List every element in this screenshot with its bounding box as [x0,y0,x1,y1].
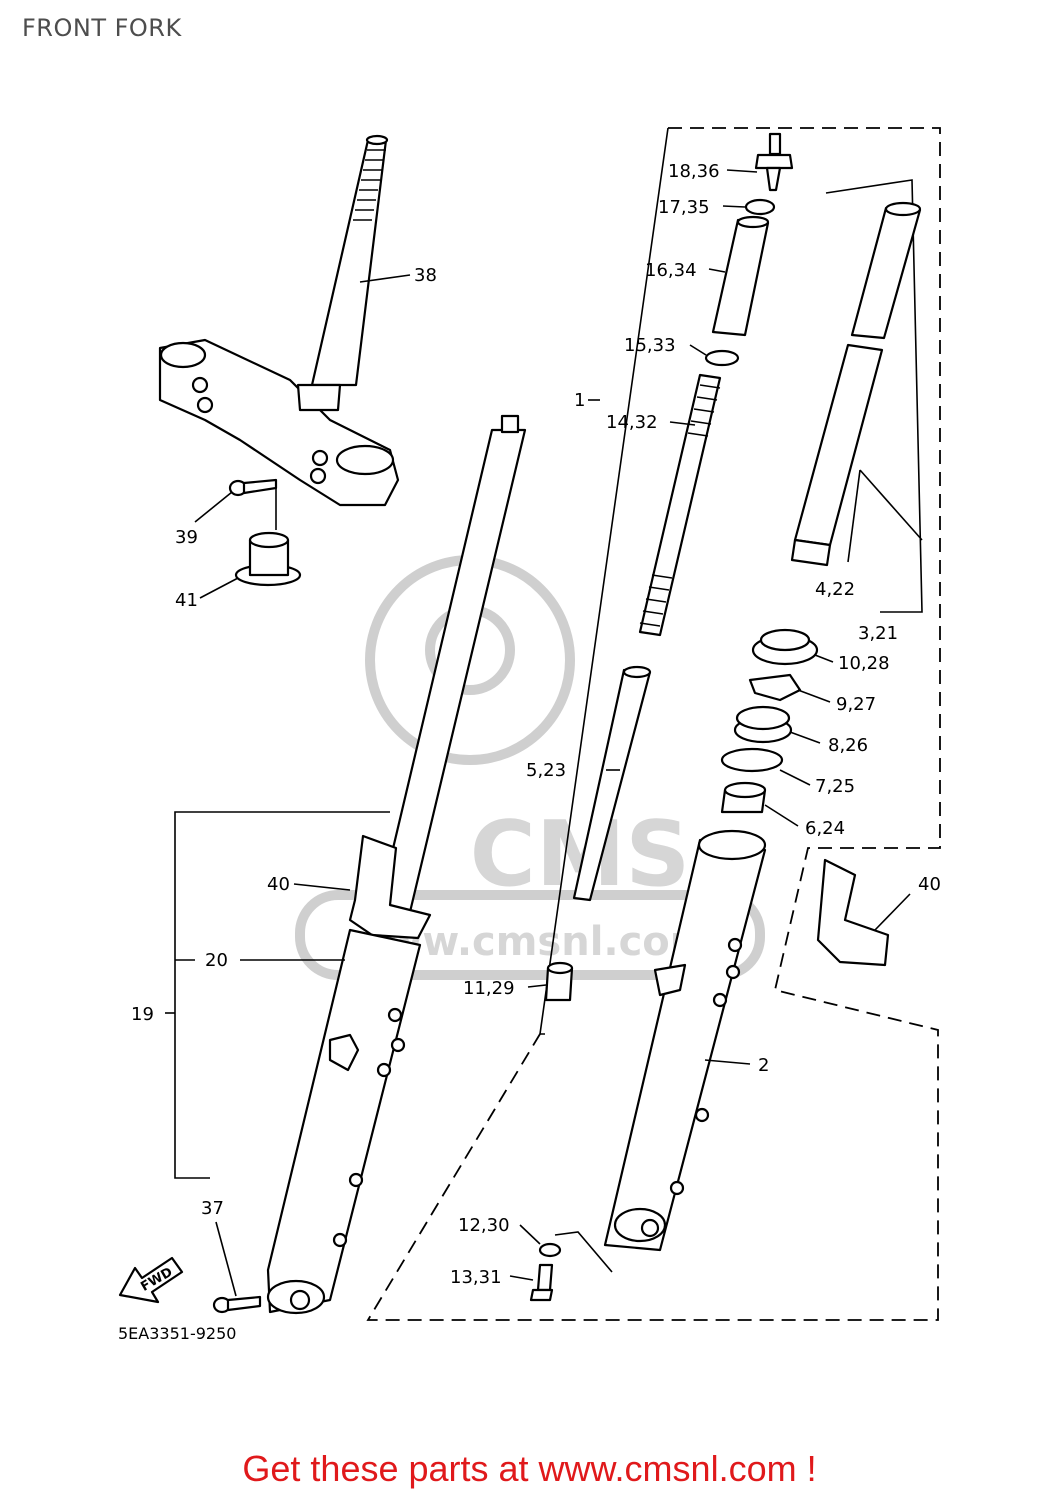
damper-rod [572,665,652,902]
exploded-parts-diagram: CMS www.cmsnl.com [118,127,941,1343]
label-8-26: 8,26 [828,735,868,756]
fwd-arrow: FWD [118,1256,184,1304]
label-15-33: 15,33 [624,335,676,356]
bolt-39 [228,478,278,497]
right-fork-inner-tube-upper [850,201,922,340]
label-37: 37 [201,1198,224,1219]
slide-bush [733,705,793,744]
cmsnl-banner-link[interactable]: Get these parts at www.cmsnl.com ! [242,1448,817,1489]
retaining-clip [748,673,802,702]
right-fork-cover [816,858,890,967]
label-39: 39 [175,527,198,548]
right-fork-outer-tube [603,829,767,1252]
label-40-right: 40 [918,874,941,895]
label-3-21: 3,21 [858,623,898,644]
left-fork-cover [348,834,432,940]
label-4-22: 4,22 [815,579,855,600]
label-13-31: 13,31 [450,1267,502,1288]
label-6-24: 6,24 [805,818,845,839]
label-11-29: 11,29 [463,978,515,999]
callout-labels: 18,36 17,35 16,34 15,33 1 14,32 38 39 41… [118,161,941,1343]
label-9-27: 9,27 [836,694,876,715]
o-ring [744,198,776,216]
copper-washer [538,1242,562,1258]
label-20: 20 [205,950,228,971]
seal-washer [720,747,784,773]
cap-bolt [754,132,794,192]
bolt-37 [212,1295,262,1314]
label-2: 2 [758,1055,769,1076]
bolt-13-31 [529,1263,554,1302]
label-5-23: 5,23 [526,760,566,781]
page-title: FRONT FORK [22,14,182,42]
left-fork-outer-tube [266,928,422,1315]
label-18-36: 18,36 [668,161,720,182]
oil-seal [751,628,819,666]
lower-bush [720,781,767,814]
right-fork-inner-tube-lower [790,343,884,567]
label-38: 38 [414,265,437,286]
washer [704,349,740,367]
label-14-32: 14,32 [606,412,658,433]
label-10-28: 10,28 [838,653,890,674]
leader-lines [165,169,923,1297]
under-bracket [158,338,400,507]
label-7-25: 7,25 [815,776,855,797]
collar-41 [234,531,302,587]
label-19: 19 [131,1004,154,1025]
part-code: 5EA3351-9250 [118,1324,236,1343]
fork-spring [638,373,722,637]
label-17-35: 17,35 [658,197,710,218]
label-1: 1 [574,390,585,411]
steering-stem [310,134,389,387]
spacer-tube [711,215,770,337]
label-40-left: 40 [267,874,290,895]
label-41: 41 [175,590,198,611]
assembly-boundary [366,127,941,1321]
bracket-3-21 [825,179,923,613]
label-16-34: 16,34 [645,260,697,281]
label-12-30: 12,30 [458,1215,510,1236]
assembly-boundary-edge [539,127,669,1035]
oil-lock-piece [544,961,574,1002]
